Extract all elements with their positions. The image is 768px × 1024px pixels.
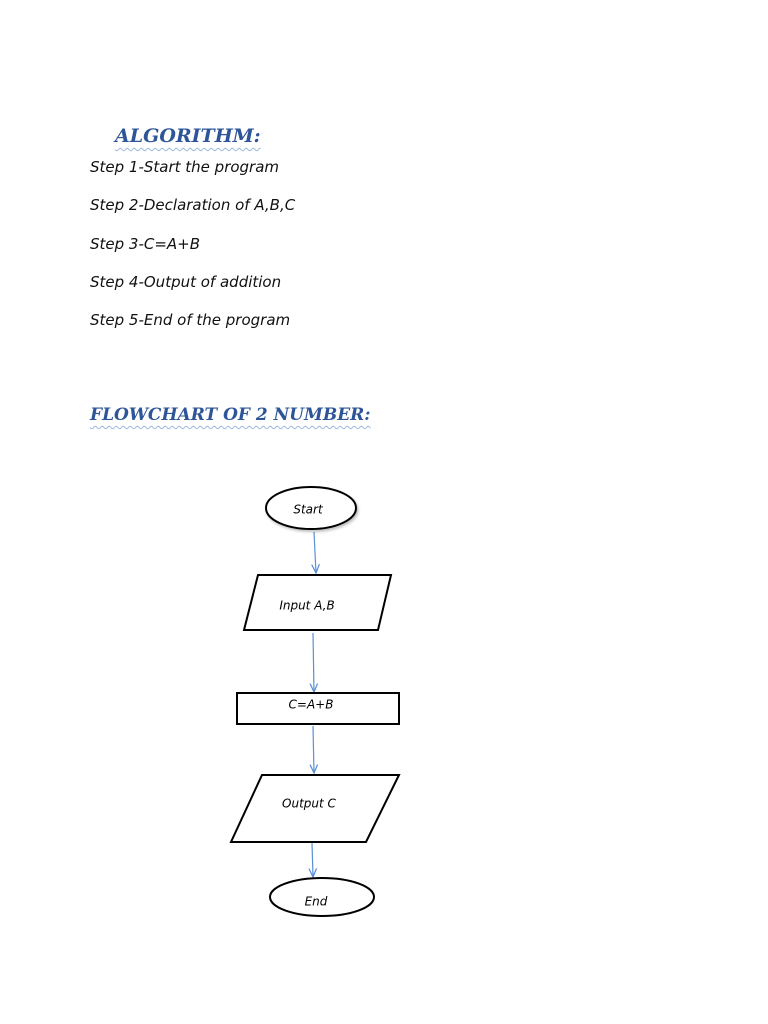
algorithm-step-5: Step 5-End of the program (90, 311, 291, 330)
algorithm-steps: Step 1-Start the program Step 2-Declarat… (90, 156, 295, 347)
algorithm-step-4: Step 4-Output of addition (90, 272, 282, 291)
algorithm-heading: ALGORITHM: (115, 125, 261, 147)
flow-node-start-label: Start (293, 503, 324, 517)
output-parallelogram-shape (229, 774, 401, 843)
algorithm-step-1: Step 1-Start the program (90, 158, 280, 176)
input-parallelogram-shape (242, 574, 393, 631)
flow-node-output-label: Output C (282, 797, 336, 811)
flow-node-end-label: End (305, 895, 328, 909)
flow-node-process-label: C=A+B (289, 698, 334, 712)
flow-node-start: Start (265, 486, 357, 530)
flow-node-output: Output C (229, 774, 401, 843)
flow-node-process: C=A+B (236, 692, 400, 725)
flow-node-input-label: Input A,B (279, 599, 334, 613)
process-rect-shape (236, 692, 400, 725)
terminal-start-shape (265, 486, 357, 530)
flow-node-input: Input A,B (242, 574, 393, 631)
algorithm-step-2: Step 2-Declaration of A,B,C (90, 196, 296, 215)
connector-process-output (313, 725, 314, 773)
terminal-end-shape (269, 877, 375, 917)
connector-output-end (312, 842, 313, 877)
connector-input-process (313, 632, 314, 692)
flow-node-end: End (269, 877, 375, 917)
algorithm-step-3: Step 3-C=A+B (90, 234, 201, 253)
connector-start-input (314, 531, 316, 573)
flowchart-heading: FLOWCHART OF 2 NUMBER: (90, 405, 371, 425)
